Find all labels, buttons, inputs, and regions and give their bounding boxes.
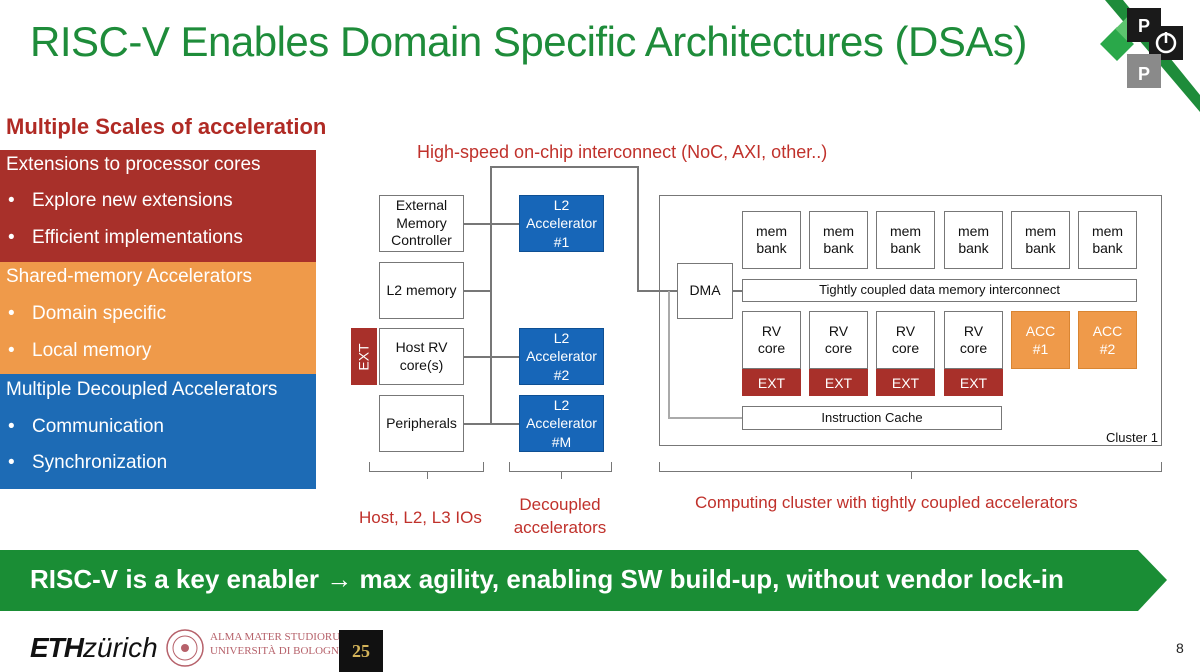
band-extensions: Extensions to processor cores Explore ne… [0,150,316,262]
connector [464,290,491,292]
band-item: Local memory [8,340,151,362]
cluster-acc-2: ACC #2 [1078,311,1137,369]
band-heading: Multiple Decoupled Accelerators [6,379,278,400]
connector [668,417,743,419]
connector [733,290,743,292]
connector [491,223,519,225]
l2-accelerator-m: L2 Accelerator #M [519,395,604,452]
connector [491,423,519,425]
acc-line: ACC [1092,322,1123,339]
cluster-name: Cluster 1 [1106,430,1159,445]
page-title: RISC-V Enables Domain Specific Architect… [30,18,1027,65]
dma-block: DMA [677,263,733,319]
section-subtitle: Multiple Scales of acceleration [6,114,327,139]
interconnect-label: High-speed on-chip interconnect (NoC, AX… [417,142,828,162]
band-item: Domain specific [8,303,166,325]
rv-core: RV core [809,311,868,369]
acc-line: Accelerator [526,415,597,432]
band-item: Communication [8,416,164,438]
connector [464,223,491,225]
logo-letter-top: P [1138,16,1150,36]
brace-decoupled [509,462,612,479]
interconnect-to-dma [637,290,677,292]
acc-line: #1 [1032,341,1049,357]
page-number: 8 [1176,640,1184,656]
interconnect-top-line [490,166,638,168]
cluster-frame [659,195,1162,446]
acc-line: L2 [553,330,570,347]
acc-line: #2 [553,366,570,383]
group-label-host: Host, L2, L3 IOs [359,508,482,527]
brace-host [369,462,484,479]
brace-cluster [659,462,1162,479]
logo-letter-bottom: P [1138,64,1150,84]
unibo-seal-icon [166,629,204,667]
band-item: Efficient implementations [8,227,243,249]
acc-line: L2 [553,197,570,214]
band-heading: Shared-memory Accelerators [6,266,253,287]
connector [464,423,491,425]
pulp-logo: P P [1100,0,1200,112]
interconnect-bus [490,166,492,425]
host-ext-label: EXT [356,342,373,371]
mem-bank: mem bank [809,211,868,269]
mem-bank: mem bank [1011,211,1070,269]
core-ext: EXT [876,369,935,396]
host-rv-core: Host RV core(s) [379,328,464,385]
band-item: Explore new extensions [8,190,233,212]
rv-core: RV core [742,311,801,369]
banner-text: RISC-V is a key enabler → max agility, e… [30,564,1064,594]
eth-logo-bold: ETH [30,632,84,663]
eth-logo-italic: zürich [83,632,158,663]
group-label-decoupled: Decoupled accelerators [513,495,607,537]
unibo-line: UNIVERSITÀ DI BOLOGNA [210,645,347,658]
unibo-line: ALMA MATER STUDIORUM [210,631,350,643]
core-ext: EXT [742,369,801,396]
host-ext-block: EXT [351,328,377,385]
band-item: Synchronization [8,452,167,474]
eth-logo: ETHzürich [30,632,158,664]
band-heading: Extensions to processor cores [6,154,261,175]
acc-line: #1 [553,233,570,250]
mem-bank: mem bank [1078,211,1137,269]
acc-line: L2 [553,397,570,414]
rv-core: RV core [944,311,1003,369]
data-memory-interconnect: Tightly coupled data memory interconnect [742,279,1137,302]
acc-line: Accelerator [526,348,597,365]
l2-memory: L2 memory [379,262,464,319]
acc-line: ACC [1025,322,1056,339]
l2-accelerator-1: L2 Accelerator #1 [519,195,604,252]
instruction-cache: Instruction Cache [742,406,1002,430]
peripherals: Peripherals [379,395,464,452]
mem-bank: mem bank [944,211,1003,269]
core-ext: EXT [809,369,868,396]
connector [491,356,519,358]
mem-bank: mem bank [876,211,935,269]
mem-bank: mem bank [742,211,801,269]
cluster-acc-1: ACC #1 [1011,311,1070,369]
interconnect-drop [637,166,639,291]
acc-line: #2 [1099,341,1116,357]
banner-arrow [0,550,1167,611]
connector [668,291,670,418]
external-memory-controller: External Memory Controller [379,195,464,252]
rv-core: RV core [876,311,935,369]
badge-number: 25 [352,640,370,661]
unibo-text: ALMA MATER STUDIORUM UNIVERSITÀ DI BOLOG… [210,630,350,659]
acc-line: Accelerator [526,215,597,232]
band-decoupled: Multiple Decoupled Accelerators Communic… [0,374,316,489]
anniversary-badge: 25 [339,630,383,672]
connector [464,356,491,358]
core-ext: EXT [944,369,1003,396]
acc-line: #M [551,433,572,450]
group-label-cluster: Computing cluster with tightly coupled a… [695,493,1078,512]
band-shared-memory: Shared-memory Accelerators Domain specif… [0,262,316,374]
l2-accelerator-2: L2 Accelerator #2 [519,328,604,385]
